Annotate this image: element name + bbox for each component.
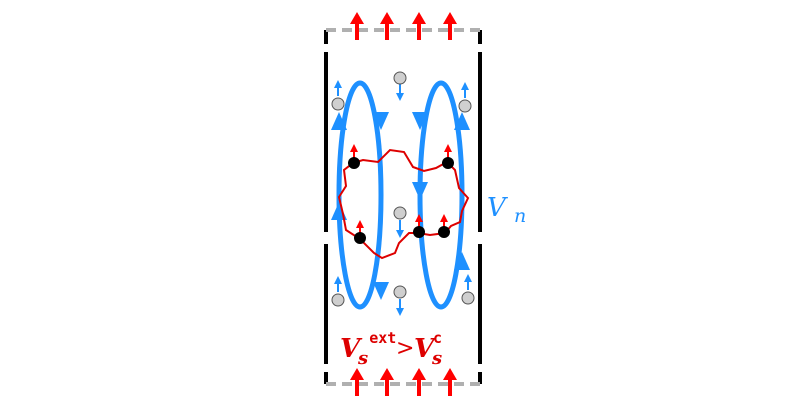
down-arrow-icon — [373, 282, 389, 300]
superfluid-inequality-label: V ext — [340, 329, 396, 364]
vs-c-sup: c — [433, 329, 442, 347]
top-flow-arrows — [350, 12, 457, 40]
black-dot-icon — [354, 232, 366, 244]
up-arrow-icon — [331, 112, 347, 130]
down-arrow-icon — [396, 220, 404, 238]
channel-walls — [324, 28, 482, 386]
vortex-particles — [348, 157, 454, 244]
grey-circle-icon — [331, 97, 345, 111]
down-arrow-icon — [412, 182, 428, 200]
up-arrow-icon — [443, 368, 457, 396]
left-vortex-ring — [336, 80, 384, 310]
normal-velocity-label: V n — [487, 193, 526, 227]
up-arrow-icon — [443, 12, 457, 40]
down-arrow-icon — [396, 299, 404, 316]
down-arrow-icon — [412, 112, 428, 130]
grey-circle-icon — [331, 293, 345, 307]
vs-ext-sup: ext — [369, 329, 396, 347]
up-arrow-icon — [412, 12, 426, 40]
vortex-rings — [336, 80, 465, 310]
up-arrow-icon — [350, 368, 364, 396]
vs-c-sub: s — [431, 348, 442, 369]
bottom-flow-arrows — [350, 368, 457, 396]
vn-sub: n — [514, 205, 526, 227]
right-vortex-ring — [417, 80, 465, 310]
grey-circle-icon — [461, 291, 475, 305]
up-arrow-icon — [350, 12, 364, 40]
up-arrow-icon — [461, 82, 469, 98]
up-arrow-icon — [380, 368, 394, 396]
black-dot-icon — [442, 157, 454, 169]
vs-c-base: V — [414, 334, 437, 364]
vortex-ring-arrows — [331, 112, 470, 300]
vs-ext-sub: s — [357, 348, 368, 369]
vn-base: V — [487, 193, 508, 223]
up-arrow-icon — [454, 252, 470, 270]
grey-circle-icon — [458, 99, 472, 113]
down-arrow-icon — [373, 112, 389, 130]
up-arrow-icon — [412, 368, 426, 396]
up-arrow-icon — [464, 274, 472, 290]
up-arrow-icon — [454, 112, 470, 130]
grey-circle-icon — [393, 285, 407, 299]
up-arrow-icon — [380, 12, 394, 40]
black-dot-icon — [438, 226, 450, 238]
black-dot-icon — [348, 157, 360, 169]
grey-circle-icon — [393, 206, 407, 220]
grey-circle-icon — [393, 71, 407, 85]
down-arrow-icon — [396, 84, 404, 101]
normal-particles — [331, 71, 475, 307]
up-arrow-icon — [334, 80, 342, 96]
up-arrow-icon — [334, 276, 342, 292]
black-dot-icon — [413, 226, 425, 238]
inequality-operator: > — [396, 336, 414, 361]
normal-velocity-arrows — [334, 80, 472, 316]
vs-ext-base: V — [340, 334, 363, 364]
